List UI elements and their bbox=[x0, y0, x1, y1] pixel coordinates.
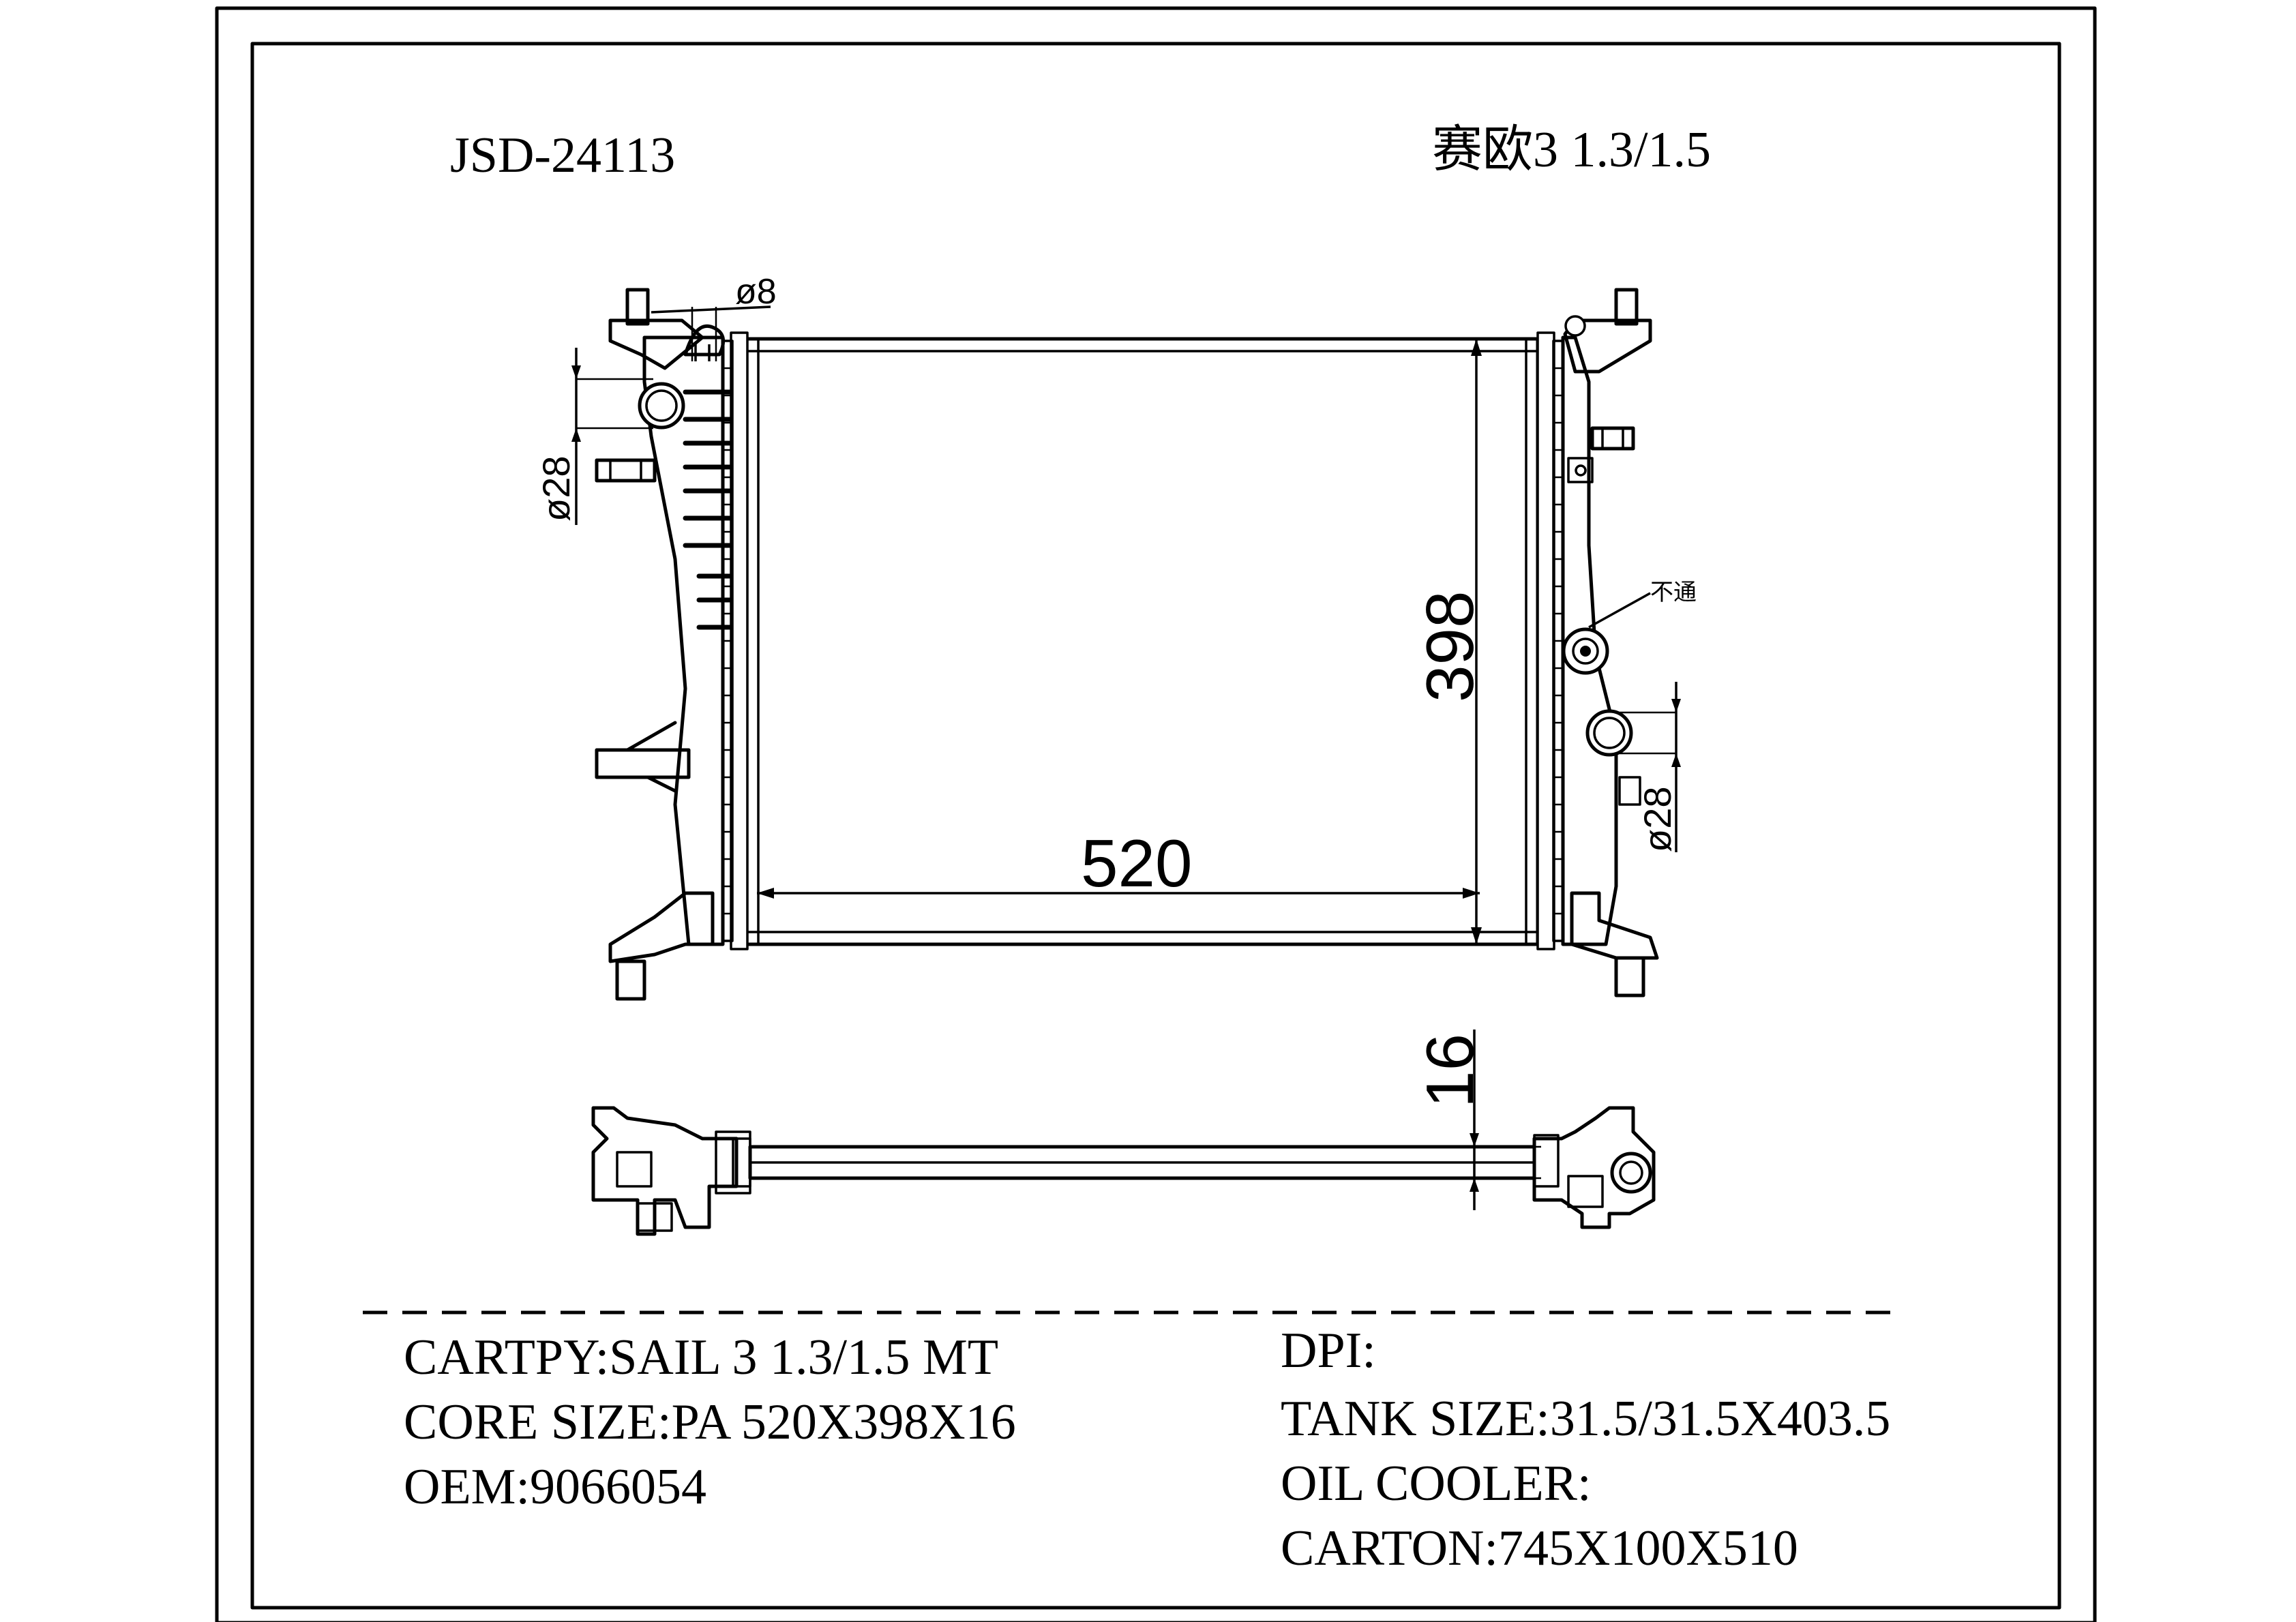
part-number: JSD-24113 bbox=[450, 127, 675, 183]
top-view-outlet bbox=[1610, 1152, 1652, 1194]
model-title: 赛欧3 1.3/1.5 bbox=[1432, 122, 1711, 178]
right-bottom-bracket bbox=[1570, 891, 1659, 960]
left-top-bracket bbox=[608, 318, 704, 370]
top-view: 16 bbox=[591, 1030, 1656, 1236]
top-view-left-tank bbox=[591, 1106, 739, 1236]
small-pipe-fitting bbox=[683, 325, 726, 361]
thickness-dimension: 16 bbox=[1412, 1030, 1541, 1210]
spec-block: CARTPY:SAIL 3 1.3/1.5 MT CORE SIZE:PA 52… bbox=[404, 1323, 1890, 1576]
spec-dpi: DPI: bbox=[1281, 1323, 1376, 1379]
left-side-clip bbox=[595, 458, 657, 483]
right-upper-clip bbox=[1590, 426, 1635, 451]
small-pipe-value: ø8 bbox=[735, 272, 777, 312]
height-value: 398 bbox=[1412, 590, 1487, 702]
width-value: 520 bbox=[1081, 826, 1193, 901]
right-tank bbox=[1561, 335, 1618, 946]
blocked-port-label: 不通 bbox=[1650, 580, 1697, 605]
left-bottom-bracket bbox=[608, 891, 715, 963]
inlet-pipe-dimension: ø28 bbox=[535, 348, 653, 525]
top-view-right-tank bbox=[1532, 1106, 1656, 1229]
left-tank-fins bbox=[683, 389, 732, 630]
right-header-plate bbox=[1536, 331, 1555, 950]
width-dimension: 520 bbox=[757, 826, 1480, 901]
left-bottom-pin bbox=[615, 959, 646, 1001]
left-header-plate bbox=[730, 331, 749, 950]
left-top-pin bbox=[625, 288, 650, 326]
thickness-value: 16 bbox=[1412, 1034, 1487, 1108]
right-bottom-pin bbox=[1614, 956, 1645, 997]
spec-core-size: CORE SIZE:PA 520X398X16 bbox=[404, 1394, 1016, 1450]
height-dimension: 398 bbox=[1412, 339, 1487, 944]
inlet-pipe-value: ø28 bbox=[535, 456, 578, 522]
small-pipe-dimension: ø8 bbox=[651, 272, 777, 361]
inner-frame bbox=[250, 42, 2061, 1610]
spec-oem: OEM:9066054 bbox=[404, 1459, 706, 1515]
spec-tank-size: TANK SIZE:31.5/31.5X403.5 bbox=[1281, 1391, 1890, 1447]
outlet-pipe-value: ø28 bbox=[1636, 787, 1679, 853]
outlet-pipe-dimension: ø28 bbox=[1620, 682, 1681, 852]
outer-frame bbox=[215, 6, 2097, 1622]
left-lower-bracket bbox=[595, 721, 691, 793]
spec-carton: CARTON:745X100X510 bbox=[1281, 1520, 1798, 1576]
front-view: 不通 520 398 ø8 ø28 bbox=[535, 272, 1697, 1001]
right-top-pin bbox=[1614, 288, 1639, 326]
spec-cartpy: CARTPY:SAIL 3 1.3/1.5 MT bbox=[404, 1330, 998, 1385]
spec-oil-cooler: OIL COOLER: bbox=[1281, 1456, 1592, 1512]
